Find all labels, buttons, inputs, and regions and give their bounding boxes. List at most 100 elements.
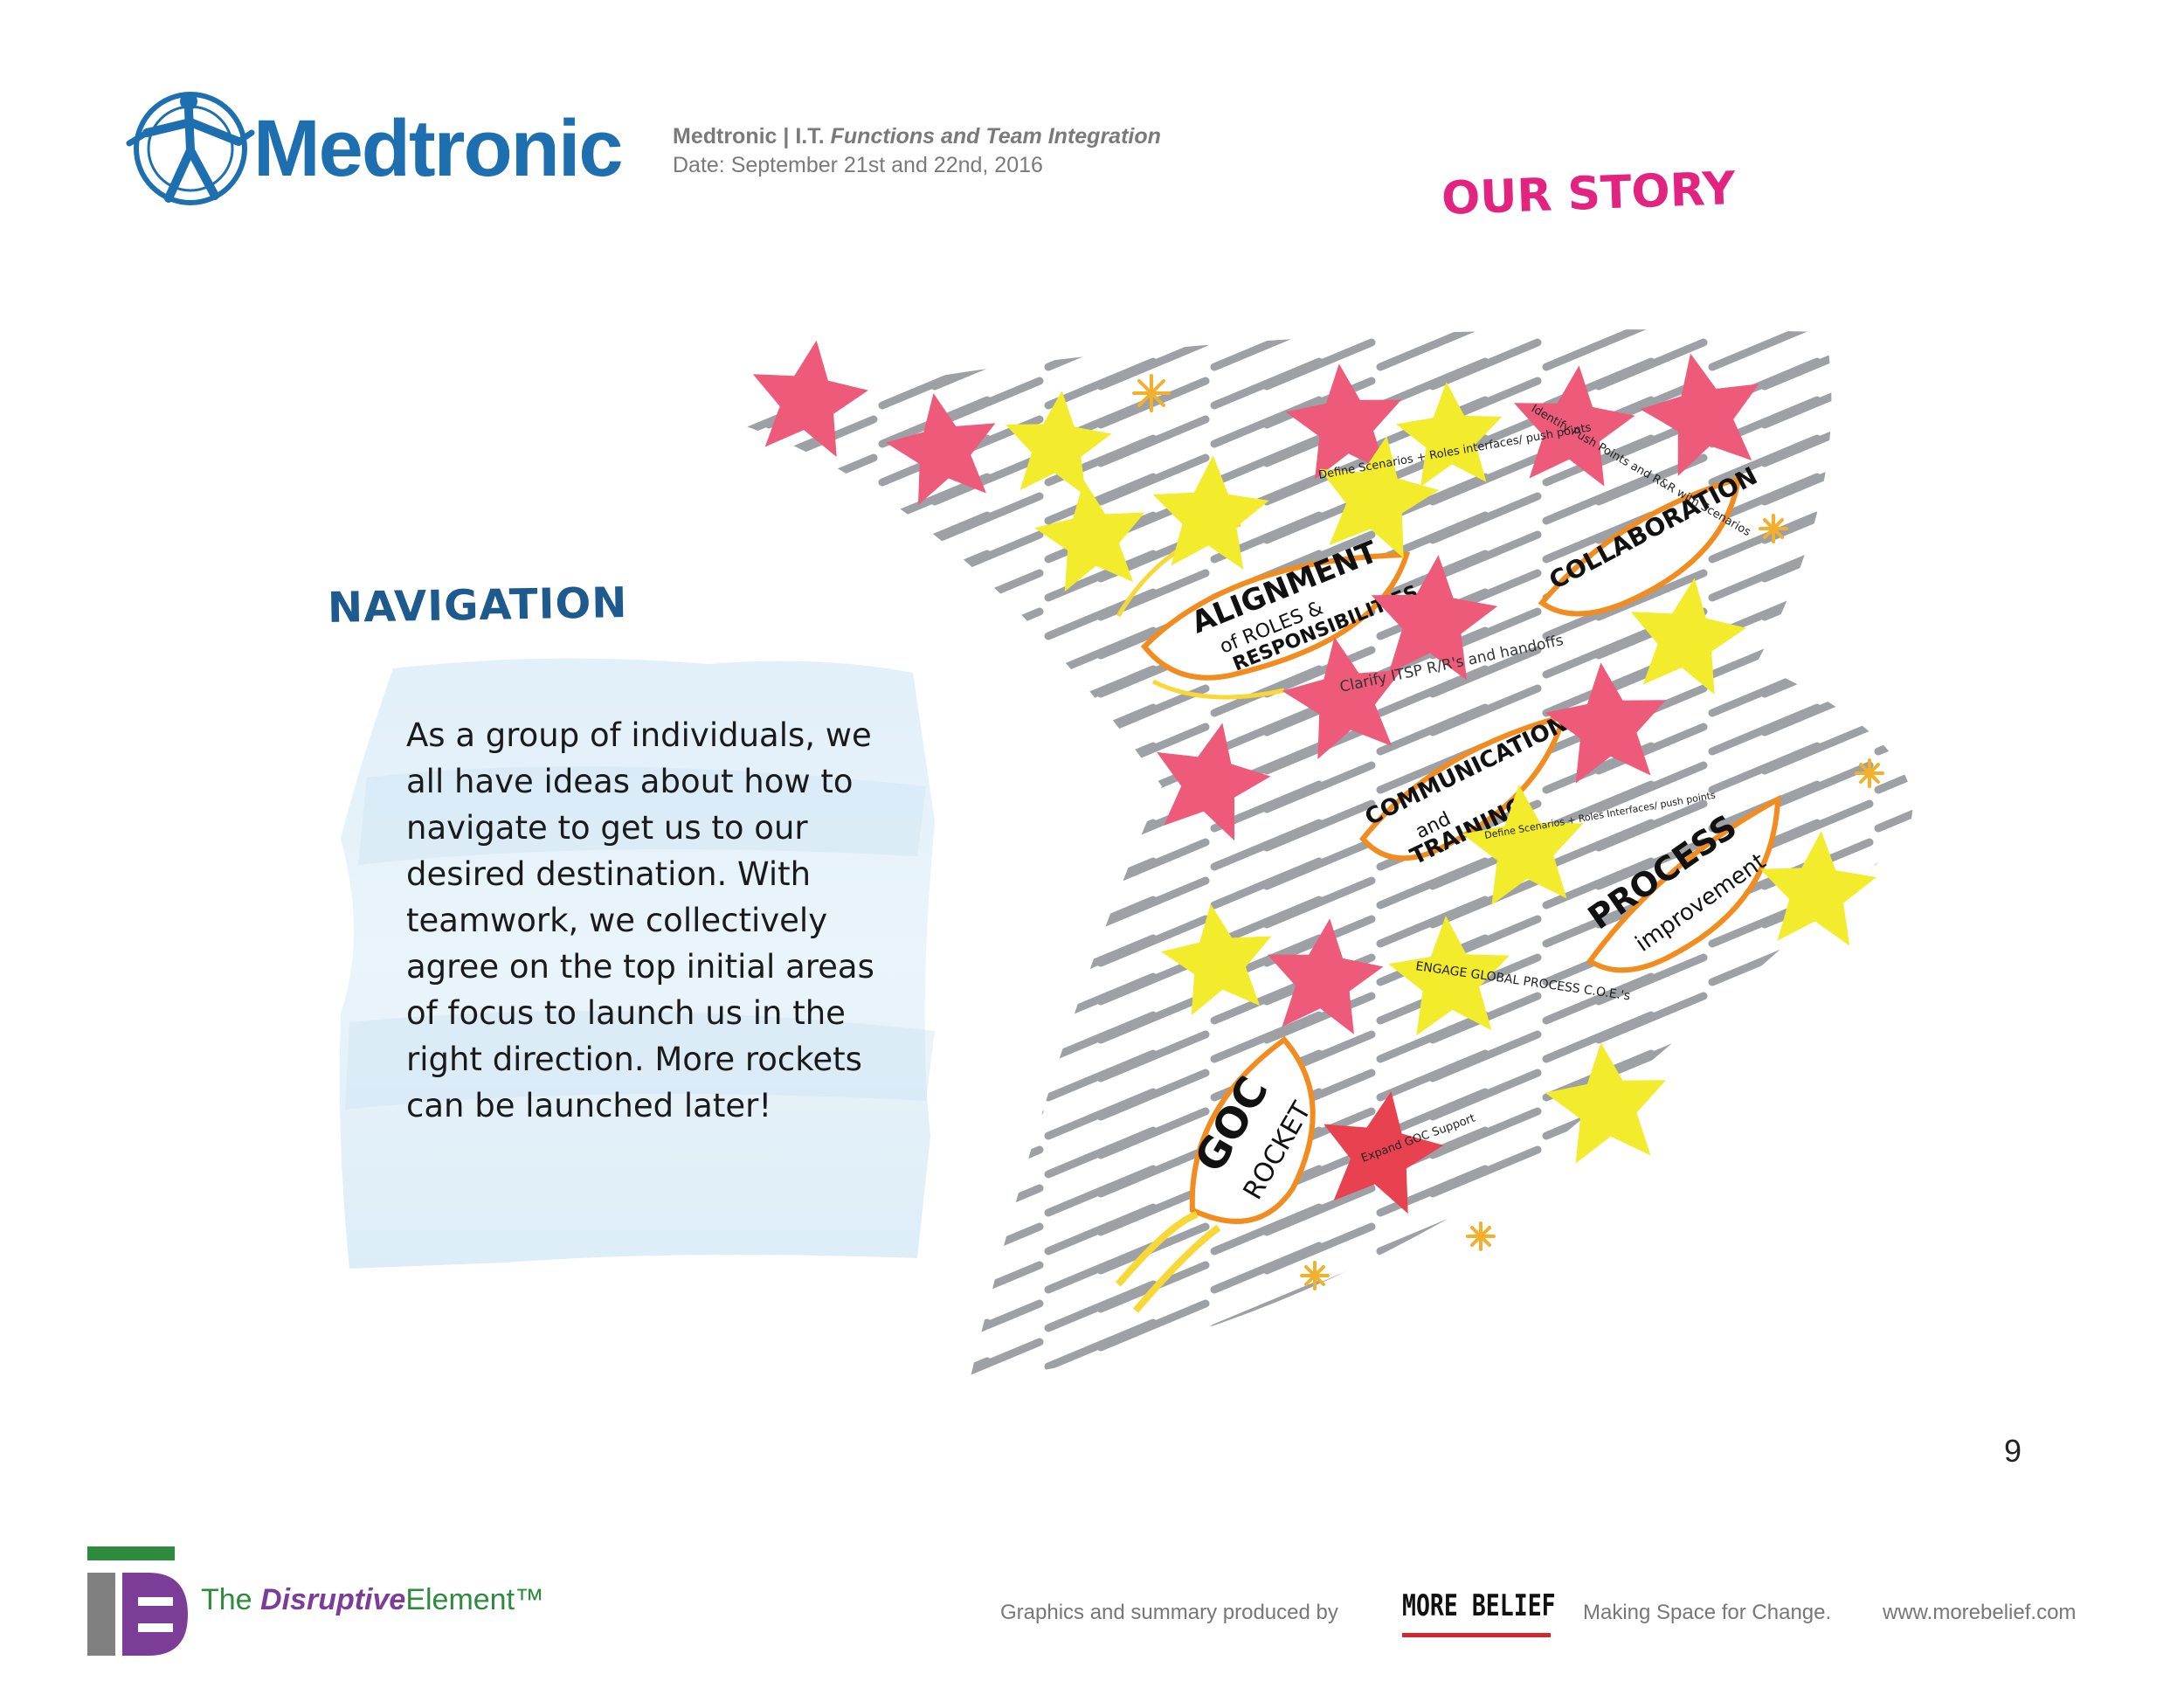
hatch-stroke [1874,550,1913,602]
hatch-stroke [1376,357,1489,410]
hatch-stroke [930,799,1044,852]
section-title: OUR STORY [1441,163,1737,225]
hatch-stroke [930,1030,1044,1083]
tagline-text: Making Space for Change. [1583,1601,1832,1624]
hatch-stroke [1044,896,1158,948]
hatch-stroke [1708,1203,1821,1256]
hatch-stroke [764,1338,878,1381]
hatch-stroke [1760,1145,1874,1198]
hatch-stroke [1874,434,1913,487]
hatch-stroke [1044,1049,1158,1102]
hatch-stroke [725,896,826,948]
hatch-stroke [878,1126,992,1179]
hatch-stroke [1044,1011,1158,1063]
hatch-stroke [1210,1203,1324,1256]
hatch-stroke [1708,1242,1821,1294]
hatch-stroke [1760,953,1874,1006]
hatch-stroke [1210,1318,1324,1371]
hatch-stroke [725,1011,826,1063]
website-link[interactable]: www.morebelief.com [1883,1601,2077,1624]
hatch-stroke [1874,934,1913,986]
hatch-stroke [1044,1165,1158,1217]
hatch-stroke [1594,1145,1708,1198]
hatch-stroke [1931,342,1957,386]
hatch-stroke [1428,1184,1542,1236]
hatch-stroke [878,896,992,948]
hatch-stroke [1044,473,1158,525]
hatch-stroke [1542,329,1655,371]
hatch-stroke [930,684,1044,737]
hatch-stroke [1542,1165,1655,1217]
hatch-stroke [764,799,878,852]
disruptive-element-logo-icon [87,1546,188,1656]
hatch-stroke [1874,857,1913,910]
hatch-stroke [1376,1203,1489,1256]
hatch-stroke [725,1203,826,1256]
hatch-stroke [930,876,1044,929]
hatch-stroke [764,1107,878,1159]
hatch-stroke [1542,1203,1655,1256]
hatch-stroke [1931,1342,1957,1386]
hatch-stroke [725,1126,826,1179]
hatch-stroke [878,703,992,756]
hatch-stroke [1542,1242,1655,1294]
hatch-stroke [1874,1357,1913,1381]
hatch-stroke [1542,1011,1655,1063]
hatch-stroke [725,703,826,756]
hatch-stroke [1874,626,1913,679]
hatch-stroke [1210,1280,1324,1332]
hatch-stroke [1874,742,1913,794]
hatch-stroke [1931,496,1957,540]
hatch-stroke [1874,1126,1913,1179]
hatch-stroke [930,1184,1044,1236]
navigation-body: As a group of individuals, we all have i… [406,712,895,1129]
hatch-stroke [1044,1357,1158,1381]
hatch-stroke [878,1088,992,1140]
hatch-stroke [1931,458,1957,502]
hatch-stroke [1760,1184,1874,1236]
hatch-stroke [1931,727,1957,771]
hatch-stroke [725,742,826,794]
hatch-stroke [1210,896,1324,948]
hatch-stroke [1874,473,1913,525]
hatch-stroke [930,1145,1044,1198]
medtronic-logo-icon [126,92,255,205]
hatch-stroke [1931,1188,1957,1232]
hatch-stroke [1931,958,1957,1001]
hatch-stroke [1760,1222,1874,1275]
hatch-stroke [1760,1261,1874,1313]
hatch-stroke [1542,780,1655,833]
hatch-stroke [764,838,878,890]
hatch-stroke [1542,1357,1655,1381]
hatch-stroke [1760,607,1874,660]
hatch-stroke [1044,329,1158,371]
more-belief-underline [1402,1633,1551,1637]
hatch-stroke [725,511,826,564]
hatch-stroke [1044,972,1158,1025]
hatch-stroke [1931,419,1957,463]
hatch-stroke [1931,804,1957,847]
hatch-stroke [878,1318,992,1371]
body-line: right direction. More rockets [406,1041,862,1078]
hatch-stroke [725,550,826,602]
body-line: desired destination. With [406,855,812,893]
hatch-stroke [878,857,992,910]
hatch-stroke [1760,1030,1874,1083]
hatch-stroke [1428,1261,1542,1313]
hatch-stroke [764,607,878,660]
hatch-stroke [1874,1088,1913,1140]
hatch-stroke [1874,1318,1913,1371]
hatch-stroke [1594,1376,1708,1381]
hatch-stroke [1376,1242,1489,1294]
hatch-stroke [1931,535,1957,578]
hatch-stroke [1760,915,1874,967]
hatch-stroke [1428,1376,1542,1381]
hatch-stroke [1931,842,1957,886]
hatch-stroke [878,1165,992,1217]
hatch-stroke [1874,1203,1913,1256]
hatch-stroke [1428,1338,1542,1381]
hatch-stroke [1708,972,1821,1025]
hatch-stroke [1044,819,1158,871]
hatch-stroke [930,607,1044,660]
hatch-stroke [764,1069,878,1121]
